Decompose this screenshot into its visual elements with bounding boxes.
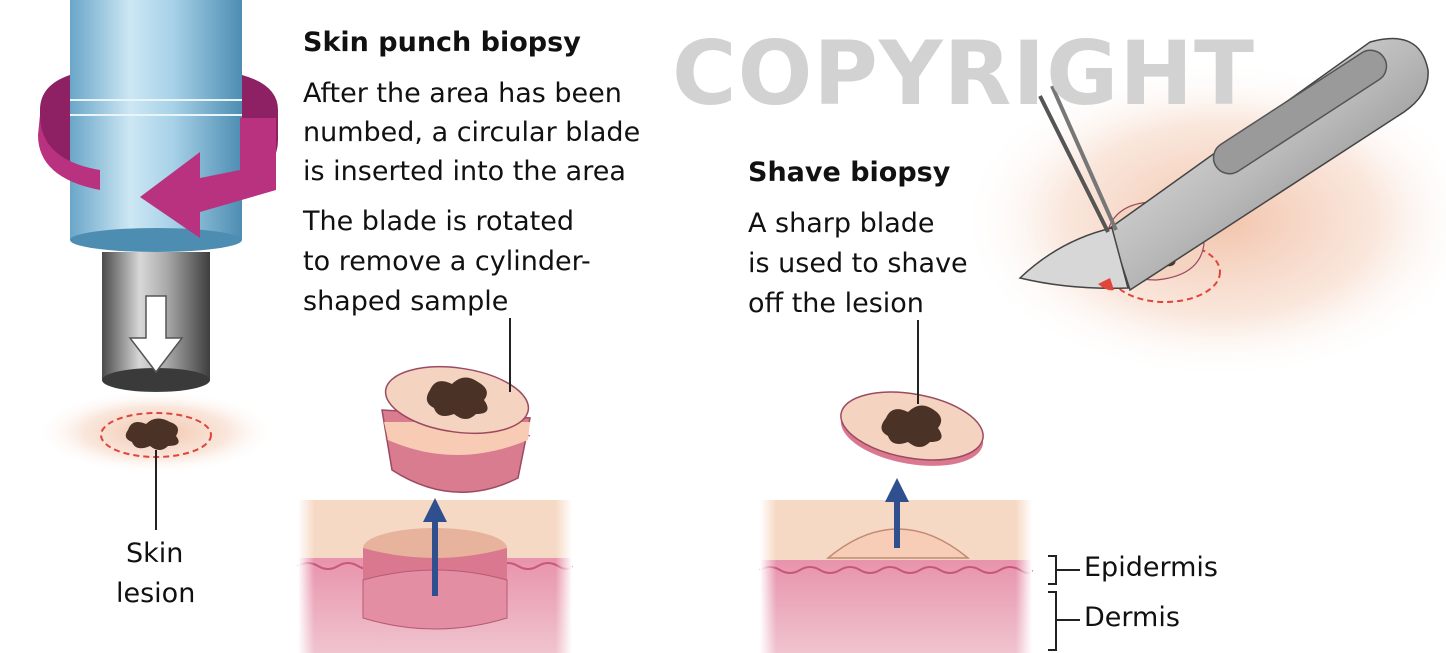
punch-text-line: shaped sample [303,286,509,317]
punch-tool [70,0,242,392]
shave-text-line: off the lesion [748,288,924,319]
punch-text-line: to remove a cylinder- [303,246,591,277]
shave-biopsy-title: Shave biopsy [748,157,951,188]
punch-text-line: After the area has been [303,78,622,109]
punch-text-line: The blade is rotated [303,206,574,237]
skin-lesion-label-line2: lesion [116,578,196,609]
skin-lesion-icon [125,418,179,450]
shave-sample-disc [840,391,984,466]
dermis-label: Dermis [1084,602,1180,633]
punch-biopsy-title: Skin punch biopsy [303,27,581,58]
shave-text-line: A sharp blade [748,208,935,239]
layer-brackets [1048,555,1080,651]
copyright-watermark: COPYRIGHT [672,22,1256,125]
scalpel-scene [960,37,1446,380]
shave-text-line: is used to shave [748,248,968,279]
skin-lesion-label-line1: Skin [126,538,184,569]
punch-sample-cylinder [381,366,531,493]
up-arrow-icon [885,478,909,548]
punch-text-line: numbed, a circular blade [303,117,641,148]
punch-text-line: is inserted into the area [303,156,626,187]
rotation-arrow-icon [38,75,278,238]
up-arrow-icon [423,498,447,596]
epidermis-label: Epidermis [1084,552,1218,583]
